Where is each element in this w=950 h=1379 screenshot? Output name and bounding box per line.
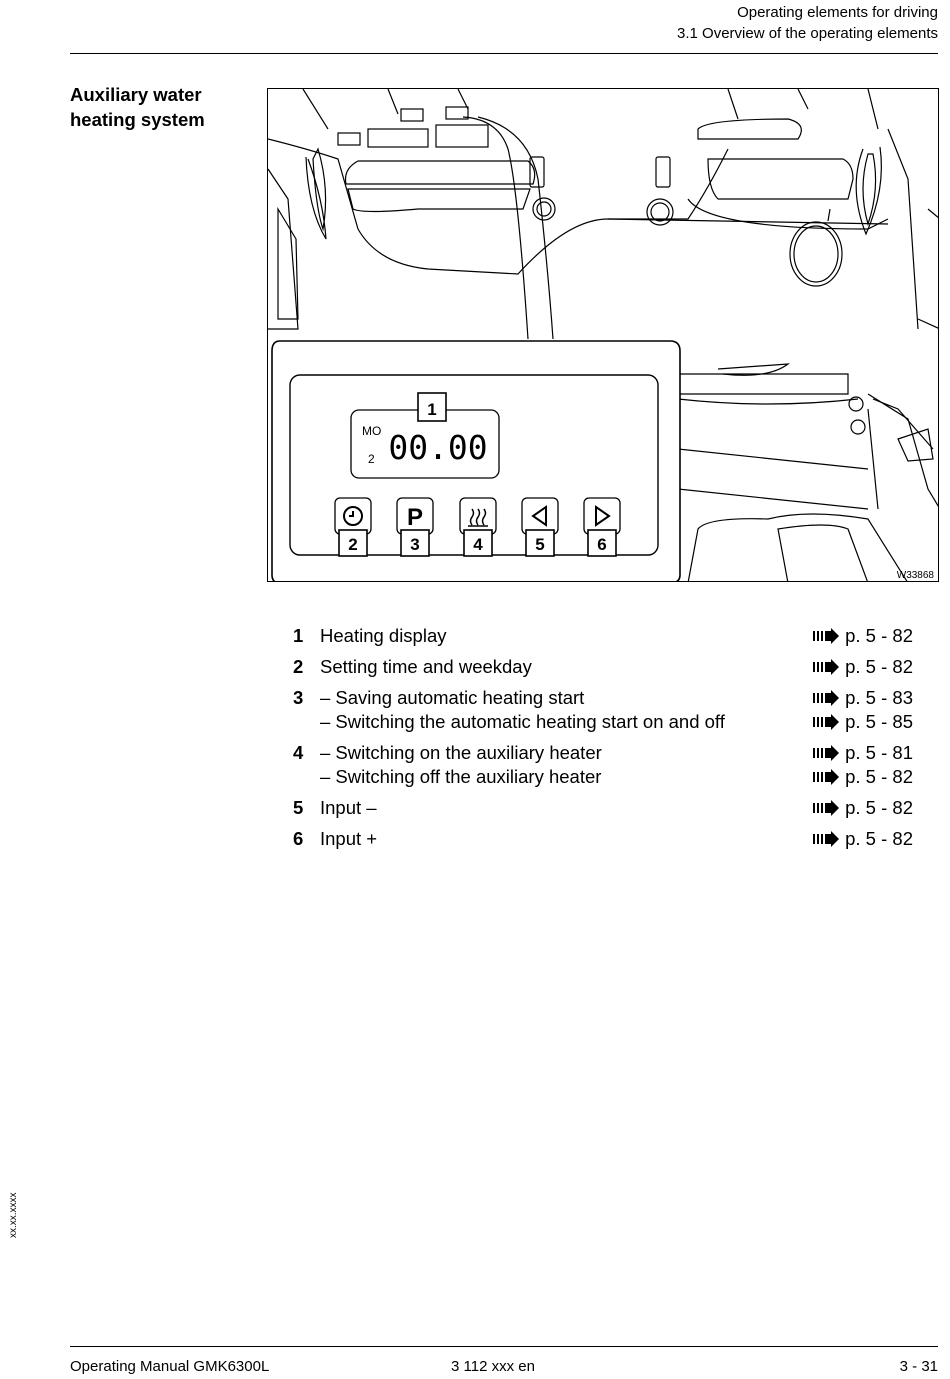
arrow-reference-icon xyxy=(813,714,840,730)
cab-interior-drawing xyxy=(268,89,938,581)
arrow-reference-icon xyxy=(813,659,840,675)
display-day: MO xyxy=(362,424,381,438)
section-title-line2: heating system xyxy=(70,109,205,130)
display-time: 00.00 xyxy=(388,428,487,467)
page-reference[interactable]: p. 5 - 83 xyxy=(813,686,913,710)
legend-text: Setting time and weekday xyxy=(320,656,532,677)
page-reference-text: p. 5 - 82 xyxy=(845,625,913,646)
svg-text:4: 4 xyxy=(473,535,483,554)
page-reference[interactable]: p. 5 - 82 xyxy=(813,827,913,851)
side-code: xx.xx.xxxx xyxy=(8,1186,22,1246)
panel-button-3[interactable]: P3 xyxy=(396,497,434,557)
legend-number: 5 xyxy=(293,797,304,818)
legend-number: 6 xyxy=(293,828,304,849)
callout-5: 5 xyxy=(525,529,555,557)
arrow-reference-icon xyxy=(813,690,840,706)
legend-item: 4 – Switching on the auxiliary heater p. 5… xyxy=(293,741,913,789)
panel-button-4[interactable]: 4 xyxy=(459,497,497,557)
legend-number: 1 xyxy=(293,625,304,646)
legend-item: 6 Input + p. 5 - 82 xyxy=(293,827,913,851)
arrow-reference-icon xyxy=(813,800,840,816)
arrow-reference-icon xyxy=(813,769,840,785)
callout-4: 4 xyxy=(463,529,493,557)
page-reference-text: p. 5 - 81 xyxy=(845,742,913,763)
legend-text: – Saving automatic heating start xyxy=(320,687,585,708)
callout-2: 2 xyxy=(338,529,368,557)
page-reference[interactable]: p. 5 - 85 xyxy=(813,710,913,734)
legend-number: 3 xyxy=(293,687,304,708)
panel-button-5[interactable]: 5 xyxy=(521,497,559,557)
side-code-text: xx.xx.xxxx xyxy=(8,1192,19,1238)
page-reference[interactable]: p. 5 - 82 xyxy=(813,655,913,679)
footer-page-number: 3 - 31 xyxy=(899,1358,938,1375)
header-section: 3.1 Overview of the operating elements xyxy=(677,25,938,42)
page-reference[interactable]: p. 5 - 82 xyxy=(813,765,913,789)
triangle-left-icon xyxy=(531,505,547,527)
legend-text: – Switching on the auxiliary heater xyxy=(320,742,602,763)
legend-item: 1 Heating display p. 5 - 82 xyxy=(293,624,913,648)
legend-number: 4 xyxy=(293,742,304,763)
callout-3: 3 xyxy=(400,529,430,557)
page-reference-text: p. 5 - 82 xyxy=(845,656,913,677)
svg-text:5: 5 xyxy=(535,535,544,554)
p-icon: P xyxy=(407,504,423,531)
svg-text:6: 6 xyxy=(597,535,606,554)
page-reference[interactable]: p. 5 - 81 xyxy=(813,741,913,765)
legend-text: Heating display xyxy=(320,625,447,646)
page-reference-text: p. 5 - 85 xyxy=(845,711,913,732)
page-reference[interactable]: p. 5 - 82 xyxy=(813,796,913,820)
legend-item: 2 Setting time and weekday p. 5 - 82 xyxy=(293,655,913,679)
display-day-number: 2 xyxy=(368,452,375,466)
page-reference-text: p. 5 - 82 xyxy=(845,828,913,849)
section-title-line1: Auxiliary water xyxy=(70,84,202,105)
triangle-right-icon xyxy=(595,505,611,527)
panel-button-2[interactable]: 2 xyxy=(334,497,372,557)
footer-rule xyxy=(70,1346,938,1347)
page-reference-text: p. 5 - 82 xyxy=(845,797,913,818)
legend-list: 1 Heating display p. 5 - 82 2 Setting time a… xyxy=(293,624,913,858)
header-rule xyxy=(70,53,938,54)
legend-item: 3 – Saving automatic heating start p. 5 - … xyxy=(293,686,913,734)
legend-text: – Switching off the auxiliary heater xyxy=(320,766,602,787)
svg-text:2: 2 xyxy=(348,535,357,554)
svg-text:P: P xyxy=(407,504,423,531)
arrow-reference-icon xyxy=(813,745,840,761)
page-reference[interactable]: p. 5 - 82 xyxy=(813,624,913,648)
legend-text: – Switching the automatic heating start … xyxy=(320,711,725,732)
section-title: Auxiliary water heating system xyxy=(70,82,205,132)
image-id: W33868 xyxy=(897,570,935,581)
callout-1: 1 xyxy=(427,400,436,419)
callout-1-box xyxy=(417,392,447,422)
arrow-reference-icon xyxy=(813,628,840,644)
header-chapter: Operating elements for driving xyxy=(737,4,938,21)
legend-text: Input + xyxy=(320,828,378,849)
running-header: Operating elements for driving 3.1 Overv… xyxy=(677,2,938,44)
footer-doc-number: 3 112 xxx en xyxy=(451,1358,535,1375)
panel-button-6[interactable]: 6 xyxy=(583,497,621,557)
page-reference-text: p. 5 - 82 xyxy=(845,766,913,787)
legend-item: 5 Input – p. 5 - 82 xyxy=(293,796,913,820)
footer-manual: Operating Manual GMK6300L xyxy=(70,1358,270,1375)
clock-icon xyxy=(343,506,363,526)
legend-number: 2 xyxy=(293,656,304,677)
arrow-reference-icon xyxy=(813,831,840,847)
heat-icon xyxy=(468,508,488,527)
callout-6: 6 xyxy=(587,529,617,557)
svg-text:3: 3 xyxy=(410,535,419,554)
legend-text: Input – xyxy=(320,797,377,818)
page-reference-text: p. 5 - 83 xyxy=(845,687,913,708)
